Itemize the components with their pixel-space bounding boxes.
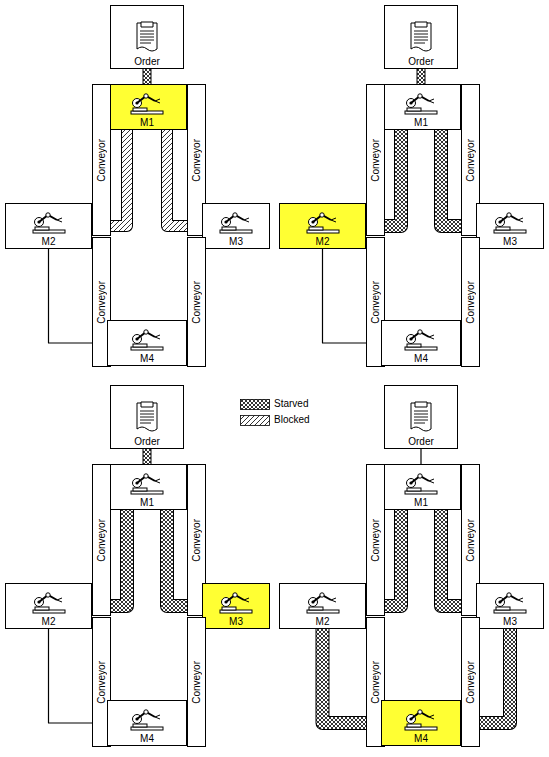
- conveyor-label: Conveyor: [369, 661, 382, 704]
- order-icon: [133, 399, 161, 435]
- order-icon: [133, 19, 161, 55]
- machine-box: M1: [107, 84, 187, 130]
- conveyor-box: Conveyor: [92, 84, 111, 236]
- machine-box: M4: [107, 320, 187, 366]
- legend-swatch: [240, 399, 270, 410]
- robot-icon: [401, 472, 441, 496]
- machine-label: M4: [140, 353, 154, 365]
- machine-label: M1: [140, 117, 154, 129]
- conveyor-label: Conveyor: [190, 139, 203, 182]
- order-box: Order: [384, 385, 458, 449]
- machine-label: M2: [316, 236, 330, 248]
- order-label: Order: [134, 56, 160, 68]
- machine-label: M3: [503, 236, 517, 248]
- robot-icon: [127, 472, 167, 496]
- order-box: Order: [384, 5, 458, 69]
- conveyor-label: Conveyor: [190, 281, 203, 324]
- robot-icon: [490, 591, 530, 615]
- robot-icon: [127, 328, 167, 352]
- machine-box: M1: [107, 464, 187, 510]
- flow-connector: [421, 69, 422, 84]
- legend: StarvedBlocked: [240, 398, 310, 430]
- machine-label: M1: [414, 117, 428, 129]
- legend-row: Blocked: [240, 414, 310, 426]
- machine-box: M2: [279, 583, 366, 629]
- order-box: Order: [110, 5, 184, 69]
- machine-label: M3: [503, 616, 517, 628]
- conveyor-label: Conveyor: [95, 139, 108, 182]
- flow-connector: [421, 449, 422, 464]
- machine-label: M4: [414, 733, 428, 745]
- legend-swatch: [240, 415, 270, 426]
- robot-icon: [216, 591, 256, 615]
- machine-label: M2: [42, 236, 56, 248]
- conveyor-box: Conveyor: [92, 464, 111, 616]
- conveyor-label: Conveyor: [95, 281, 108, 324]
- order-box: Order: [110, 385, 184, 449]
- robot-icon: [490, 211, 530, 235]
- robot-icon: [127, 92, 167, 116]
- conveyor-label: Conveyor: [369, 281, 382, 324]
- machine-box: M3: [476, 203, 544, 249]
- machine-box: M1: [381, 84, 461, 130]
- legend-label: Starved: [274, 398, 308, 410]
- conveyor-label: Conveyor: [464, 661, 477, 704]
- robot-icon: [401, 708, 441, 732]
- order-label: Order: [408, 56, 434, 68]
- conveyor-box: Conveyor: [187, 617, 206, 747]
- conveyor-label: Conveyor: [369, 519, 382, 562]
- robot-icon: [401, 92, 441, 116]
- conveyor-label: Conveyor: [369, 139, 382, 182]
- machine-box: M2: [5, 203, 92, 249]
- flow-connector: [147, 69, 148, 84]
- conveyor-label: Conveyor: [95, 661, 108, 704]
- order-icon: [407, 19, 435, 55]
- machine-label: M2: [42, 616, 56, 628]
- machine-label: M1: [414, 497, 428, 509]
- conveyor-label: Conveyor: [190, 661, 203, 704]
- robot-icon: [127, 708, 167, 732]
- conveyor-label: Conveyor: [190, 519, 203, 562]
- robot-icon: [303, 211, 343, 235]
- order-label: Order: [134, 436, 160, 448]
- conveyor-box: Conveyor: [366, 464, 385, 616]
- machine-label: M2: [316, 616, 330, 628]
- conveyor-box: Conveyor: [366, 84, 385, 236]
- machine-label: M4: [140, 733, 154, 745]
- legend-label: Blocked: [274, 414, 310, 426]
- machine-label: M3: [229, 236, 243, 248]
- machine-label: M1: [140, 497, 154, 509]
- conveyor-box: Conveyor: [461, 237, 480, 367]
- robot-icon: [216, 211, 256, 235]
- order-label: Order: [408, 436, 434, 448]
- conveyor-label: Conveyor: [464, 281, 477, 324]
- robot-icon: [29, 211, 69, 235]
- machine-box: M1: [381, 464, 461, 510]
- conveyor-label: Conveyor: [95, 519, 108, 562]
- machine-box: M4: [107, 700, 187, 746]
- robot-icon: [401, 328, 441, 352]
- legend-row: Starved: [240, 398, 310, 410]
- flow-connector: [147, 449, 148, 464]
- conveyor-label: Conveyor: [464, 139, 477, 182]
- machine-box: M4: [381, 700, 461, 746]
- machine-label: M4: [414, 353, 428, 365]
- machine-box: M4: [381, 320, 461, 366]
- conveyor-label: Conveyor: [464, 519, 477, 562]
- machine-label: M3: [229, 616, 243, 628]
- machine-box: M3: [202, 583, 270, 629]
- conveyor-box: Conveyor: [461, 617, 480, 747]
- machine-box: M2: [279, 203, 366, 249]
- robot-icon: [303, 591, 343, 615]
- conveyor-box: Conveyor: [187, 237, 206, 367]
- machine-box: M3: [202, 203, 270, 249]
- machine-box: M3: [476, 583, 544, 629]
- robot-icon: [29, 591, 69, 615]
- machine-box: M2: [5, 583, 92, 629]
- edge-group: [49, 69, 511, 723]
- order-icon: [407, 399, 435, 435]
